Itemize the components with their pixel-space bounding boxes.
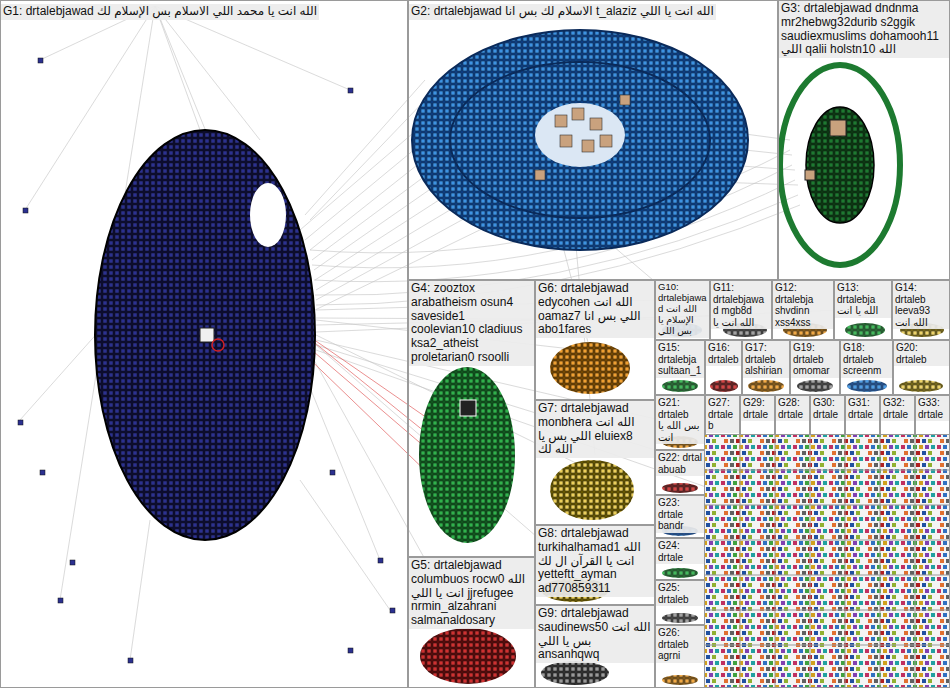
- group-panel: G15: drtalebja sultaan_1: [655, 340, 705, 395]
- group-panel: G1: drtalebjawad الله انت يا محمد اللي ا…: [0, 0, 408, 688]
- group-panel: G21: drtaleb بس الله يا انت: [655, 395, 705, 450]
- group-panel: G18: drtaleb screenm: [840, 340, 893, 395]
- group-label: G13: drtalebja الله يا انت: [835, 281, 891, 318]
- group-label: G28: drtale: [776, 396, 809, 421]
- group-panel: G20: drtaleb: [893, 340, 950, 395]
- group-label: G8: drtalebjawad turkihalhamad1 الله انت…: [536, 526, 654, 597]
- group-panel: G6: drtalebjawad edycohen الله انت oamaz…: [535, 280, 655, 400]
- group-label: G19: drtaleb omomar: [791, 341, 839, 378]
- group-label: G29: drtale: [741, 396, 774, 421]
- group-label: G21: drtaleb بس الله يا انت: [656, 396, 704, 444]
- group-panel: G31: drtale: [845, 395, 880, 435]
- group-label: G7: drtalebjawad monbhera الله انت اللي …: [536, 401, 654, 458]
- group-panel: G3: drtalebjawad dndnma mr2hebwg32durib …: [778, 0, 950, 280]
- group-label: G3: drtalebjawad dndnma mr2hebwg32durib …: [779, 1, 949, 58]
- group-label: G24: drtale: [656, 539, 704, 564]
- group-panel: G12: drtalebja shvdinn xss4xss: [772, 280, 834, 340]
- group-label: G15: drtalebja sultaan_1: [656, 341, 704, 378]
- group-label: G20: drtaleb: [894, 341, 949, 366]
- group-label: G23: drtale bandr: [656, 496, 704, 533]
- group-label: G5: drtalebjawad columbuos rocw0 الله ان…: [409, 558, 534, 629]
- group-panel: G32: drtale: [880, 395, 915, 435]
- group-label: G32: drtale: [881, 396, 914, 421]
- group-label: G9: drtalebjawad saudinews50 الله انت بس…: [536, 606, 654, 663]
- group-label: G16: drtaleb: [706, 341, 741, 366]
- group-panel: G26: drtaleb agrni: [655, 625, 705, 688]
- group-label: G6: drtalebjawad edycohen الله انت oamaz…: [536, 281, 654, 338]
- group-panel: G19: drtaleb omomar: [790, 340, 840, 395]
- group-label: G2: drtalebjawad الاسلام لك بس انا t_ala…: [409, 4, 716, 20]
- group-label: G26: drtaleb agrni: [656, 626, 704, 663]
- group-panel: G11: drtalebjawad mgb8d الله انت يا: [710, 280, 772, 340]
- group-label: G27: drtaleb: [706, 396, 739, 433]
- group-panel: G7: drtalebjawad monbhera الله انت اللي …: [535, 400, 655, 525]
- group-label: G18: drtaleb screenm: [841, 341, 892, 378]
- group-panel: G23: drtale bandr: [655, 495, 705, 538]
- group-panel: G2: drtalebjawad الاسلام لك بس انا t_ala…: [408, 0, 778, 280]
- group-panel: G5: drtalebjawad columbuos rocw0 الله ان…: [408, 557, 535, 688]
- group-label: G31: drtale: [846, 396, 879, 421]
- group-label: G22: drtal abuab: [656, 451, 704, 476]
- group-panel: G25: drtaleb: [655, 580, 705, 625]
- group-label: G25: drtaleb: [656, 581, 704, 606]
- group-panel: G22: drtal abuab: [655, 450, 705, 495]
- group-panel: G14: drtaleb leeva93 الله انت: [892, 280, 950, 340]
- group-panel: G24: drtale: [655, 538, 705, 580]
- group-label: G12: drtalebja shvdinn xss4xss: [773, 281, 833, 329]
- group-label: G33: drtale: [916, 396, 949, 421]
- group-label: G4: zooztox arabatheism osun4 saveside1 …: [409, 281, 534, 366]
- group-panel: G8: drtalebjawad turkihalhamad1 الله انت…: [535, 525, 655, 605]
- group-panel: G4: zooztox arabatheism osun4 saveside1 …: [408, 280, 535, 557]
- group-label: G14: drtaleb leeva93 الله انت: [893, 281, 949, 329]
- group-panel: G27: drtaleb: [705, 395, 740, 435]
- group-panel: G10: drtalebjawad الله انت الإسلام يا بس…: [655, 280, 710, 340]
- group-panel: G17: drtaleb alshirian: [742, 340, 790, 395]
- group-label: G1: drtalebjawad الله انت يا محمد اللي ا…: [1, 4, 319, 20]
- group-panel: G29: drtale: [740, 395, 775, 435]
- group-label: G10: drtalebjawad الله انت الإسلام يا بس…: [656, 281, 709, 338]
- group-panel: G28: drtale: [775, 395, 810, 435]
- group-panel: G13: drtalebja الله يا انت: [834, 280, 892, 340]
- group-label: G30: drtale: [811, 396, 844, 421]
- group-panel: G33: drtale: [915, 395, 950, 435]
- group-label: G11: drtalebjawad mgb8d الله انت يا: [711, 281, 771, 329]
- group-panel: G30: drtale: [810, 395, 845, 435]
- group-panel: G9: drtalebjawad saudinews50 الله انت بس…: [535, 605, 655, 688]
- group-label: G17: drtaleb alshirian: [743, 341, 789, 378]
- group-panel: G16: drtaleb: [705, 340, 742, 395]
